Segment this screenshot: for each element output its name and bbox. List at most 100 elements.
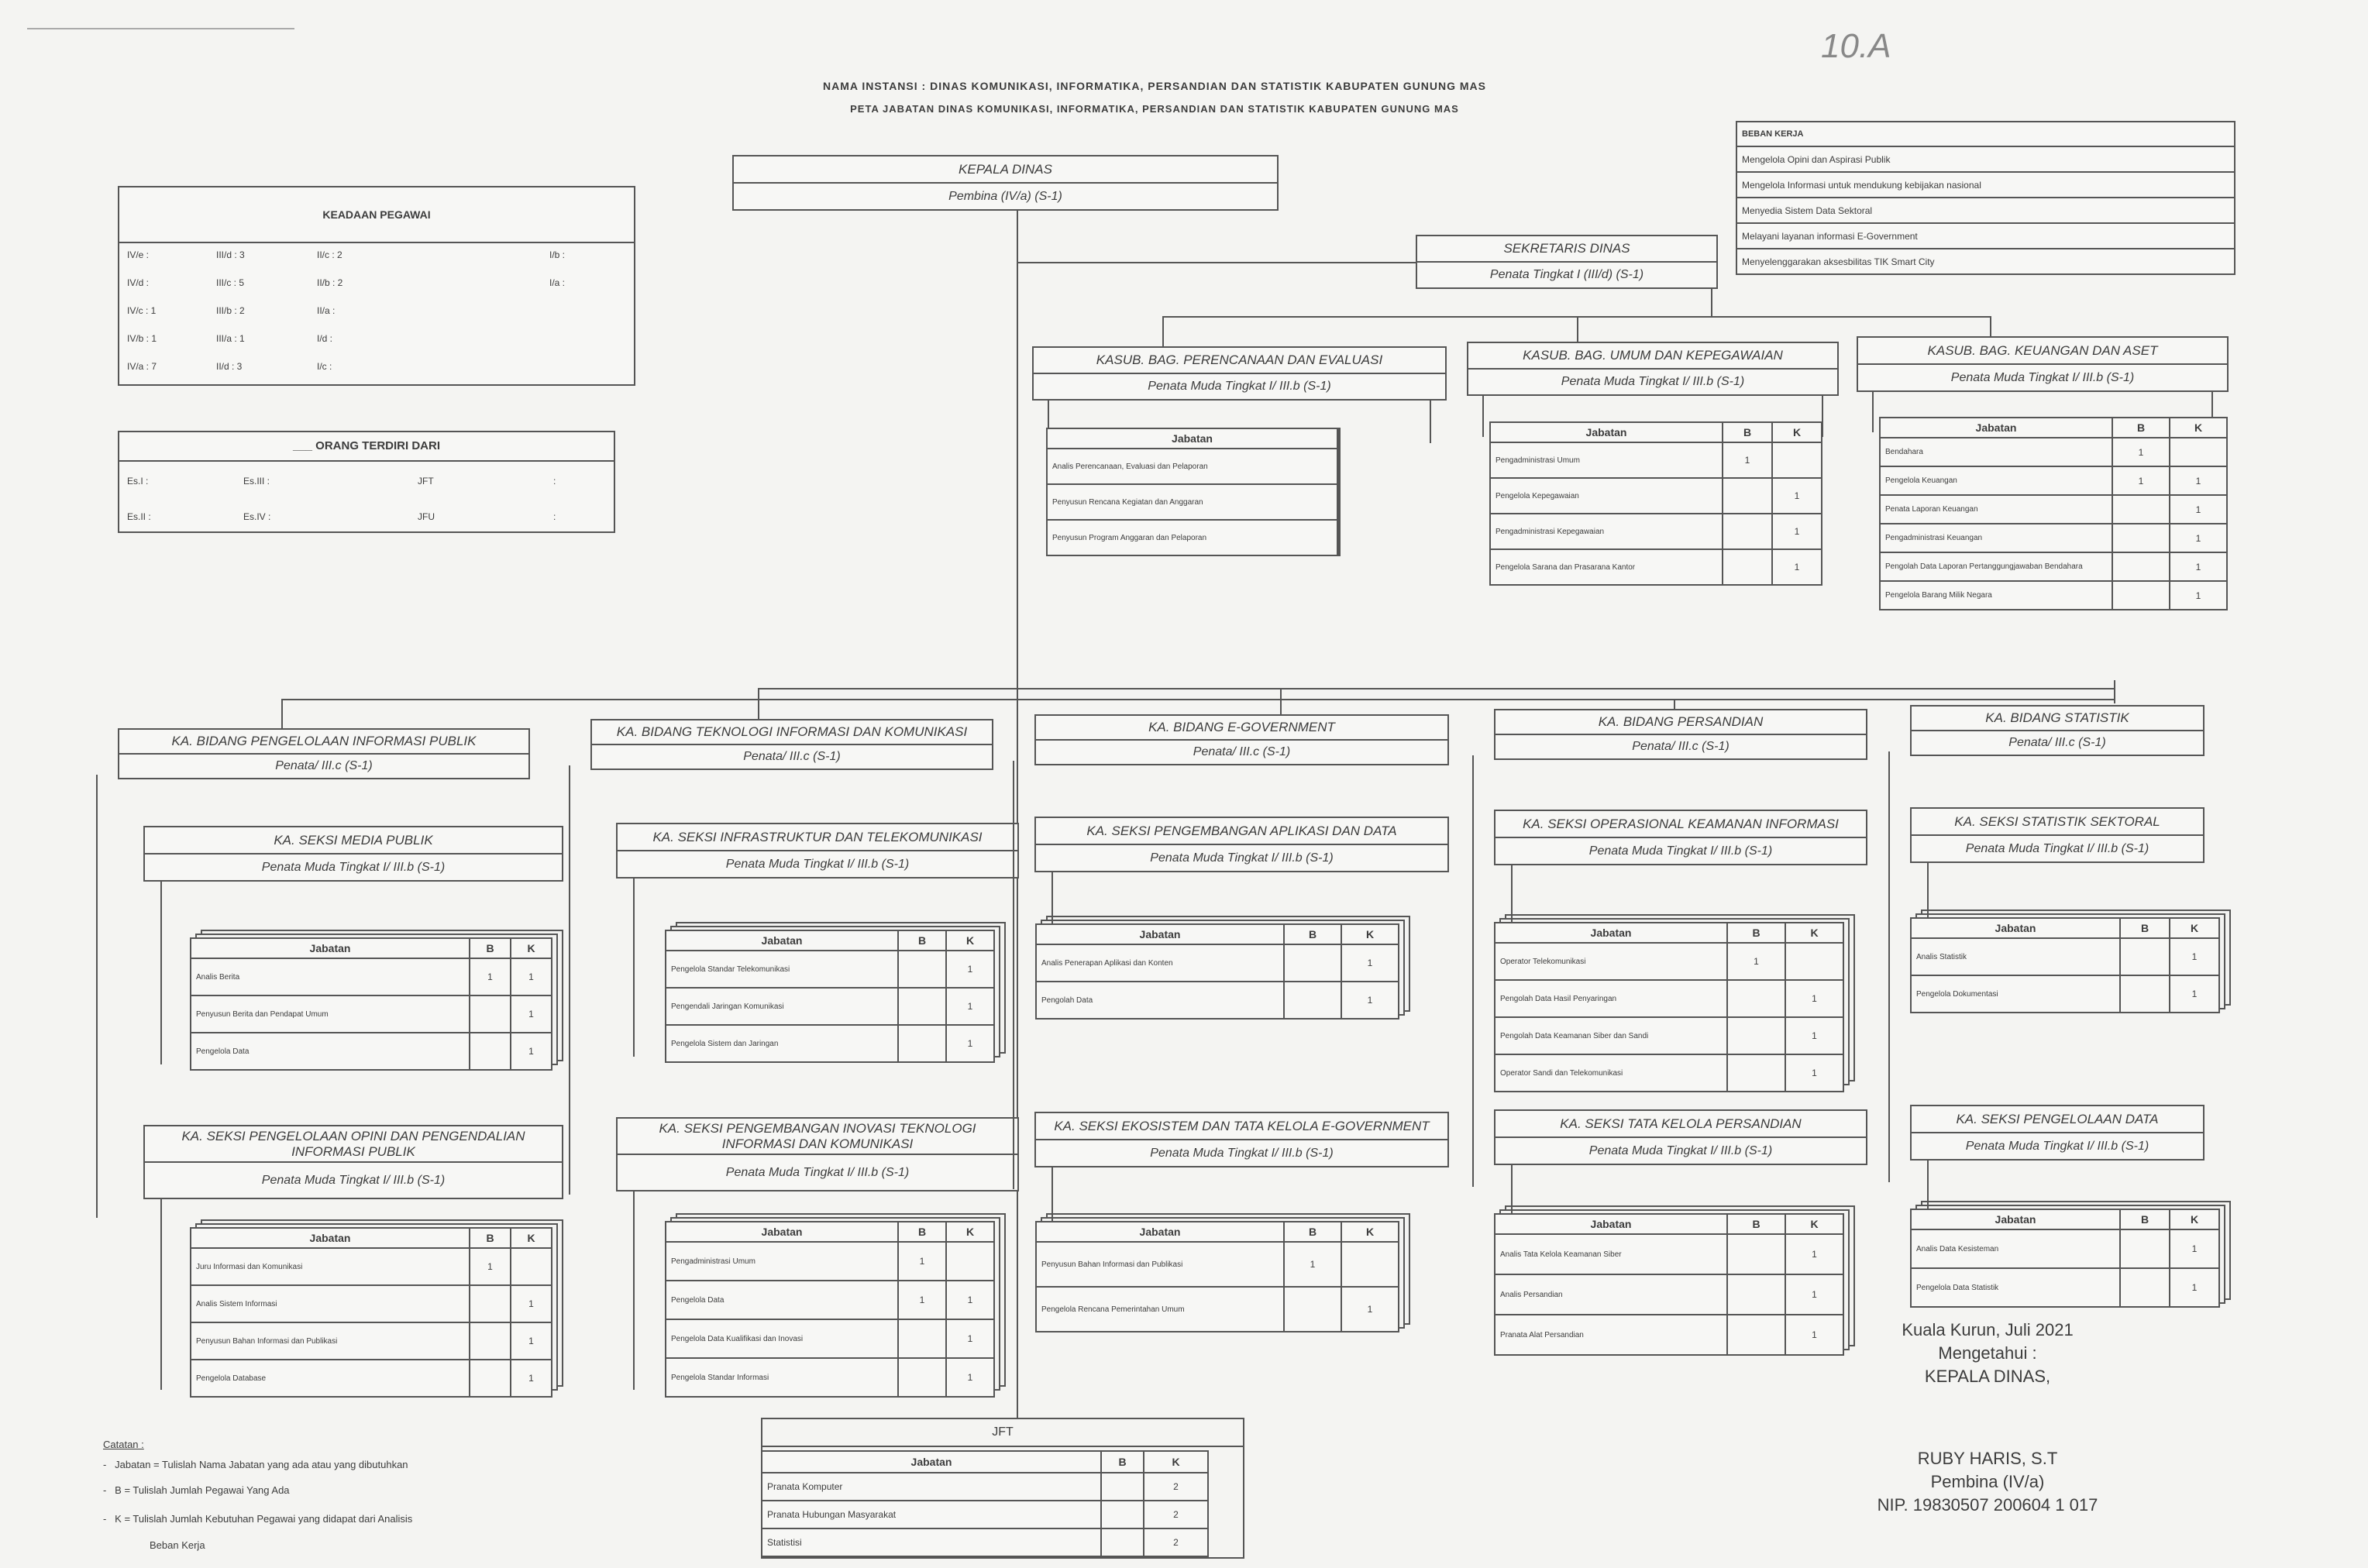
jabatan-b (469, 1322, 511, 1360)
jabatan-name: Pengadministrasi Keuangan (1879, 523, 2113, 553)
jabatan-k: 1 (2169, 1267, 2220, 1308)
signer-block: RUBY HARIS, S.T Pembina (IV/a) NIP. 1983… (1813, 1447, 2162, 1517)
seksi-box: KA. SEKSI EKOSISTEM DAN TATA KELOLA E-GO… (1034, 1112, 1449, 1167)
unit-rank: Penata Muda Tingkat I/ III.b (S-1) (261, 1173, 446, 1187)
jabatan-b (2112, 523, 2170, 553)
orang-cell: Es.III : (243, 476, 270, 487)
jabatan-k: 1 (510, 1322, 552, 1360)
table-row: Pengolah Data Laporan Pertanggungjawaban… (1879, 552, 2228, 582)
col-k: K (1771, 421, 1822, 443)
col-b: B (469, 937, 511, 959)
jabatan-b (469, 995, 511, 1033)
jabatan-name: Pengolah Data Laporan Pertanggungjawaban… (1879, 552, 2113, 582)
jabatan-k: 1 (1337, 483, 1341, 521)
notes-title: Catatan : (103, 1439, 144, 1450)
unit-title: KASUB. BAG. UMUM DAN KEPEGAWAIAN (1468, 343, 1837, 370)
unit-rank: Penata/ III.c (S-1) (1632, 740, 1730, 753)
jabatan-b (2119, 1229, 2170, 1269)
orang-cell: JFT (418, 476, 434, 487)
jabatan-name: Pranata Alat Persandian (1494, 1314, 1728, 1356)
jabatan-name: Operator Telekomunikasi (1494, 942, 1728, 981)
jabatan-k: 1 (2169, 552, 2228, 582)
jabatan-b (1726, 979, 1786, 1018)
col-k: K (1341, 923, 1399, 945)
notes: Catatan : - Jabatan = Tulislah Nama Jaba… (103, 1435, 568, 1559)
jabatan-k: 1 (945, 1024, 995, 1063)
jabatan-b (2112, 494, 2170, 524)
jabatan-b (897, 987, 947, 1026)
beban-kerja-item: Melayani layanan informasi E-Government (1736, 222, 2235, 249)
jabatan-name: Penata Laporan Keuangan (1879, 494, 2113, 524)
unit-title: KA. BIDANG E-GOVERNMENT (1036, 716, 1447, 741)
connector-kasubag1-drop (1162, 316, 1164, 349)
keadaan-cell: II/a : (317, 305, 336, 316)
unit-title: KASUB. BAG. PERENCANAAN DAN EVALUASI (1034, 348, 1445, 374)
unit-title: KA. BIDANG TEKNOLOGI INFORMASI DAN KOMUN… (592, 720, 992, 745)
unit-rank: Penata Muda Tingkat I/ III.b (S-1) (1950, 370, 2135, 384)
unit-rank: Penata Muda Tingkat I/ III.b (S-1) (1561, 375, 1745, 388)
connector-bidang2-drop (758, 688, 759, 719)
jabatan-name: Pengelola Data Statistik (1910, 1267, 2121, 1308)
bidang-box: KA. BIDANG PERSANDIAN Penata/ III.c (S-1) (1494, 709, 1867, 760)
col-k: K (1337, 428, 1341, 449)
jabatan-k: 1 (1785, 1054, 1844, 1092)
jabatan-name: Pengelola Data Kualifikasi dan Inovasi (665, 1319, 899, 1359)
jabatan-b (897, 1024, 947, 1063)
col-b: B (2112, 417, 2170, 438)
unit-title: KA. SEKSI PENGEMBANGAN INOVASI TEKNOLOGI… (618, 1119, 1017, 1155)
jabatan-b: 1 (1722, 442, 1773, 479)
unit-title: KA. SEKSI PENGEMBANGAN APLIKASI DAN DATA (1036, 818, 1447, 845)
orang-cell: Es.IV : (243, 511, 271, 522)
keadaan-cell: IV/e : (127, 249, 150, 260)
doc-title: NAMA INSTANSI : DINAS KOMUNIKASI, INFORM… (822, 80, 1487, 92)
jabatan-k: 1 (945, 1319, 995, 1359)
unit-title: KA. BIDANG PERSANDIAN (1495, 710, 1866, 735)
keadaan-cell: IV/d : (127, 277, 150, 288)
jabatan-name: Pengelola Sarana dan Prasarana Kantor (1489, 548, 1723, 586)
connector-bidang5-drop (2114, 680, 2115, 703)
jabatan-b (1283, 944, 1342, 982)
jabatan-b (2119, 1267, 2170, 1308)
unit-rank: Penata/ III.c (S-1) (2008, 736, 2106, 749)
jabatan-name: Penyusun Berita dan Pendapat Umum (190, 995, 470, 1033)
unit-rank: Penata Muda Tingkat I/ III.b (S-1) (261, 860, 446, 874)
jabatan-k: 1 (1337, 448, 1341, 485)
unit-rank: Penata Muda Tingkat I/ III.b (S-1) (1588, 1143, 1773, 1157)
unit-rank: Penata/ III.c (S-1) (275, 759, 373, 772)
col-k: K (2169, 917, 2220, 939)
kasubag-box: KASUB. BAG. UMUM DAN KEPEGAWAIAN Penata M… (1467, 342, 1839, 396)
orang-cell: Es.I : (127, 476, 149, 487)
jabatan-b (1726, 1016, 1786, 1055)
col-k: K (2169, 1209, 2220, 1230)
jabatan-k: 1 (1341, 944, 1399, 982)
jabatan-b (1283, 1286, 1342, 1332)
col-b: B (1100, 1450, 1144, 1473)
jabatan-b: 1 (1283, 1241, 1342, 1288)
jabatan-name: Analis Tata Kelola Keamanan Siber (1494, 1233, 1728, 1275)
jabatan-k: 1 (510, 958, 552, 996)
doc-subtitle: PETA JABATAN DINAS KOMUNIKASI, INFORMATI… (850, 103, 1459, 115)
jabatan-b (2119, 937, 2170, 976)
jabatan-name: Penyusun Bahan Informasi dan Publikasi (1035, 1241, 1285, 1288)
jabatan-name: Pengadministrasi Umum (665, 1241, 899, 1281)
jabatan-name: Pengelola Data (190, 1032, 470, 1071)
jabatan-name: Pengolah Data Hasil Penyaringan (1494, 979, 1728, 1018)
